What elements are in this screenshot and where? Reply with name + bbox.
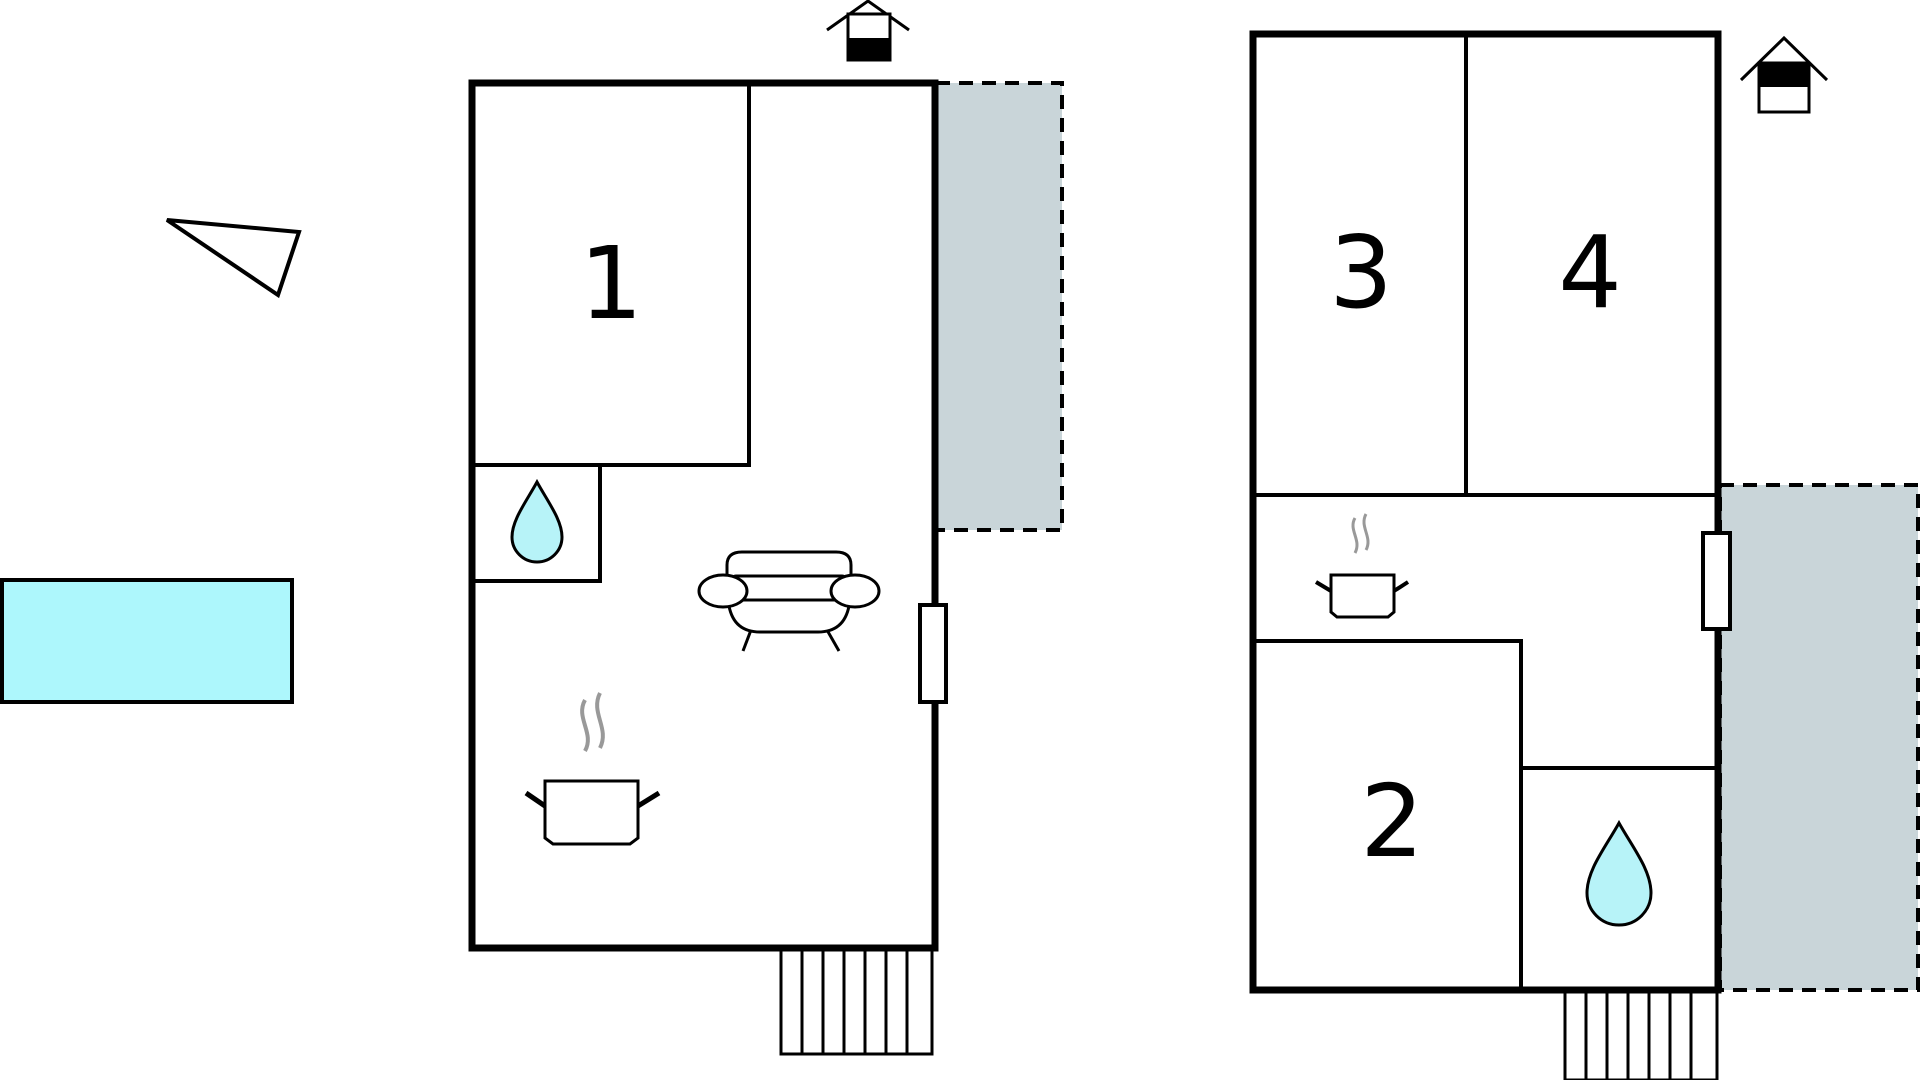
- sofa-icon: [697, 550, 881, 652]
- steps-icon: [1563, 990, 1719, 1080]
- building-left: 1: [468, 0, 1064, 1056]
- floor-indicator-icon: [826, 0, 910, 62]
- terrace: [1718, 483, 1920, 992]
- water-drop-icon: [510, 478, 564, 564]
- floor-indicator-icon: [1739, 35, 1829, 114]
- water-drop-icon: [1585, 819, 1653, 927]
- compass-arrow-icon: [165, 218, 302, 299]
- room-2-wall: [1253, 639, 1523, 990]
- room-1-wall: [472, 83, 751, 467]
- steps-icon: [779, 948, 934, 1056]
- room-2-label: 2: [1360, 763, 1424, 880]
- outer-wall: [1249, 30, 1722, 994]
- room-1-label: 1: [579, 225, 643, 342]
- cooking-pot-icon: [1314, 513, 1410, 619]
- terrace: [934, 81, 1064, 532]
- room-3-label: 3: [1329, 214, 1393, 331]
- door-icon: [1701, 531, 1732, 631]
- building-right: 3 4 2: [1249, 30, 1920, 1080]
- door-icon: [918, 603, 948, 704]
- bathroom-wall: [472, 465, 602, 583]
- room-4-label: 4: [1558, 214, 1622, 331]
- pool-icon: [0, 578, 294, 704]
- cooking-pot-icon: [524, 692, 661, 846]
